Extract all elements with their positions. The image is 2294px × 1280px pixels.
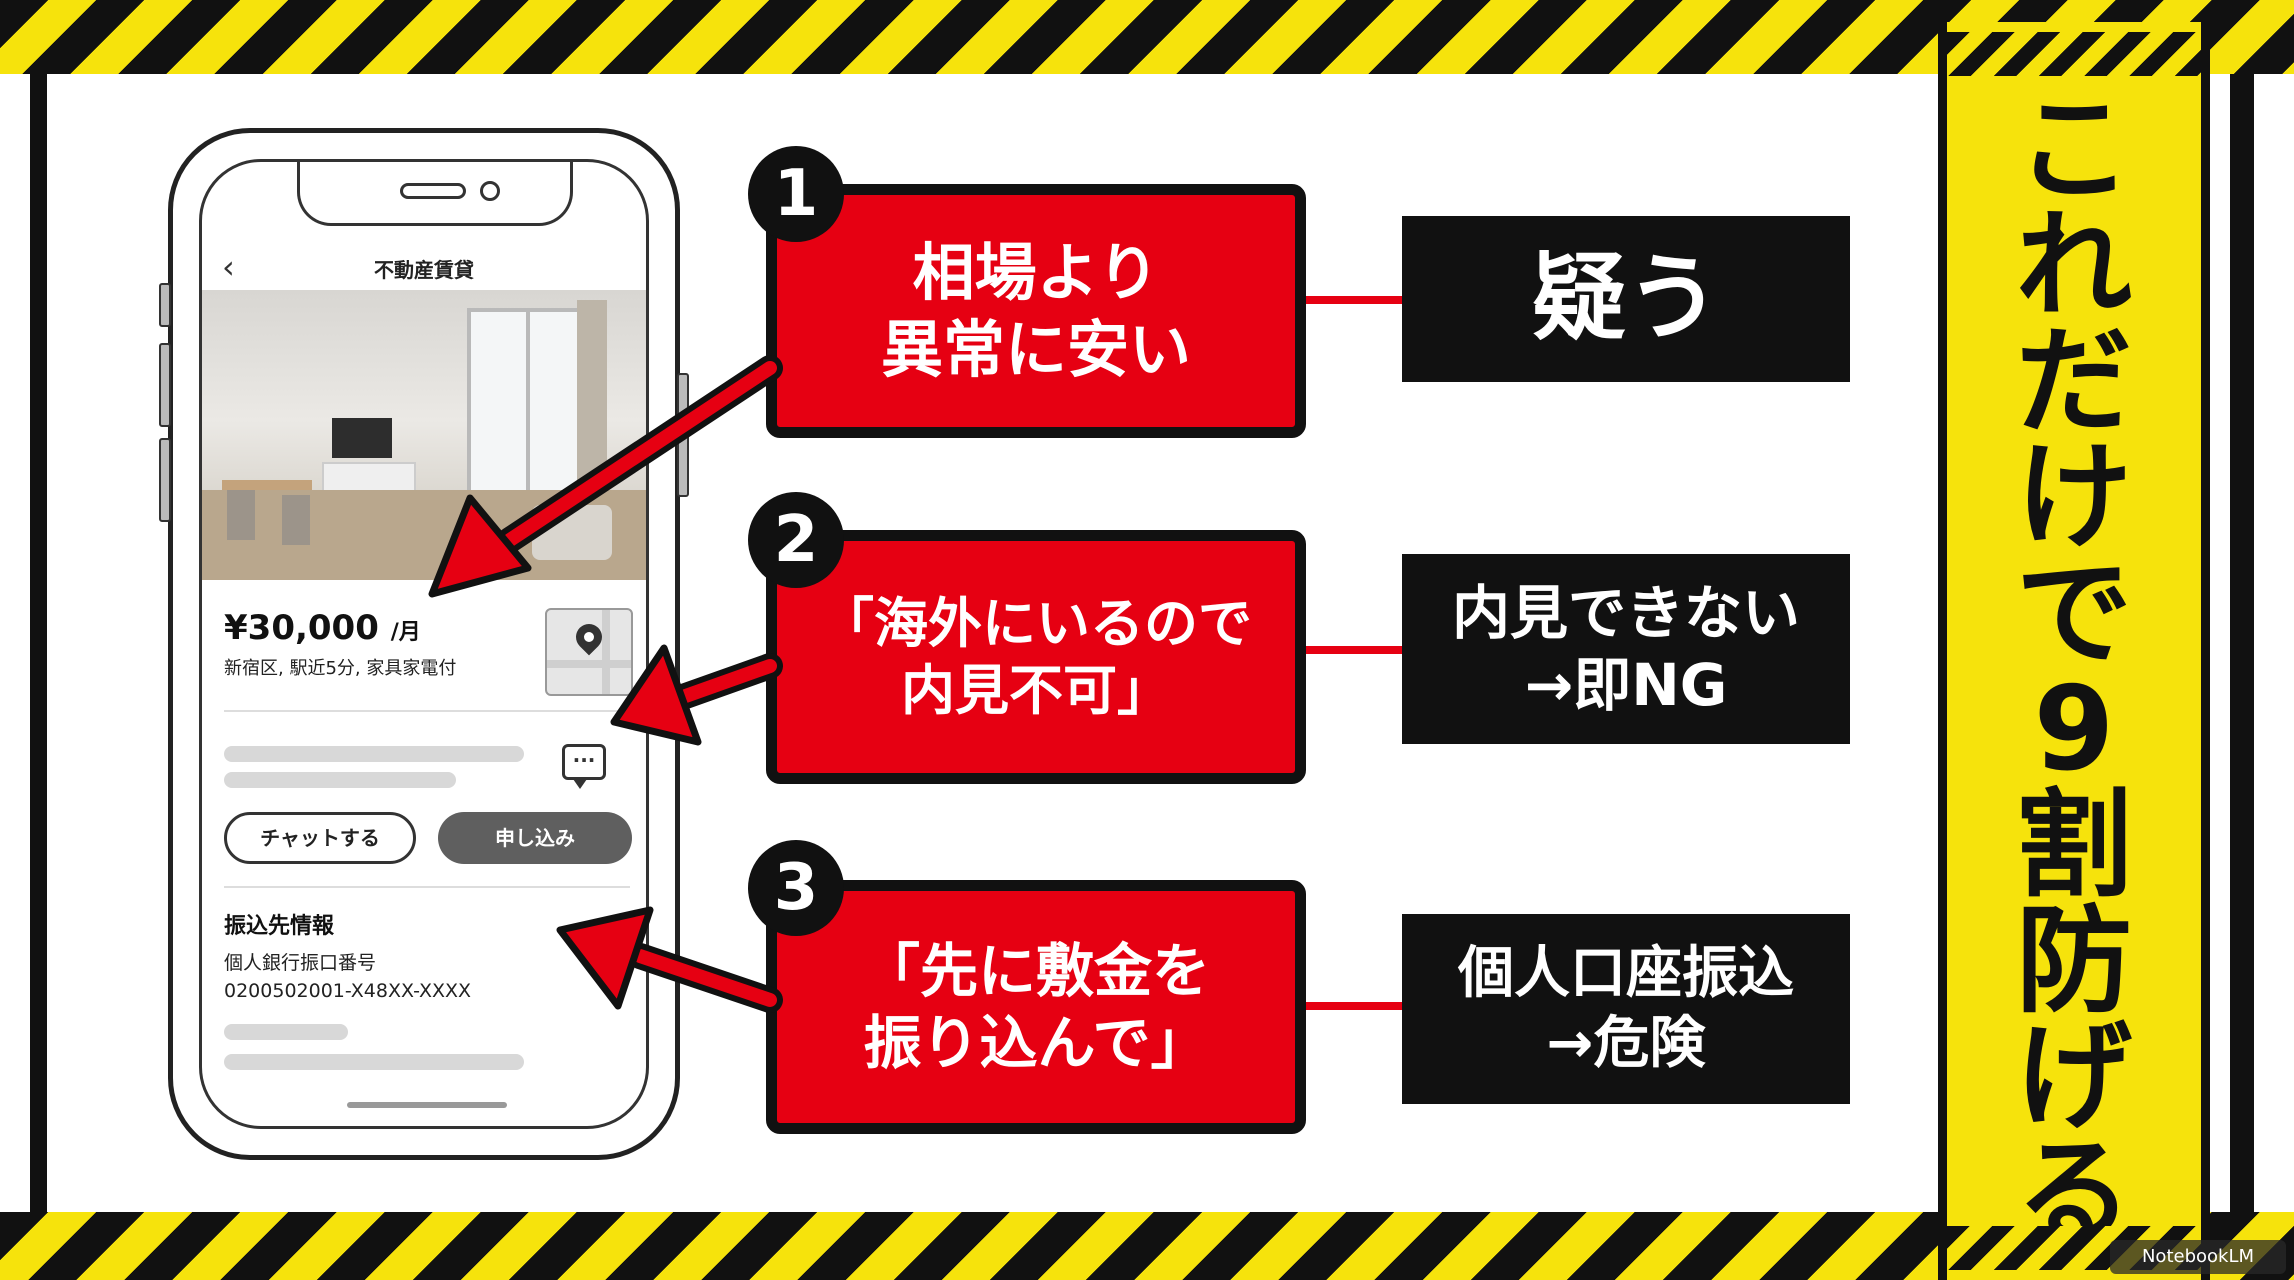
banner-char: 割 (2016, 778, 2132, 913)
listing-price: ¥30,000 /月 (224, 608, 421, 648)
banner-char: だ (2016, 314, 2132, 449)
room-curtain (577, 300, 607, 500)
warning-red-box-3: 「先に敷金を 振り込んで」 (766, 880, 1306, 1134)
advice-box-3: 個人口座振込 →危険 (1402, 914, 1850, 1104)
room-chair (227, 490, 255, 540)
room-table (222, 480, 312, 490)
placeholder-line (224, 746, 524, 762)
advice-box-1: 疑う (1402, 216, 1850, 382)
vertical-banner: こ れ だ け で 9 割 防 げ る (1938, 22, 2210, 1280)
connector-line-1 (1306, 296, 1402, 304)
room-sofa (532, 505, 612, 560)
advice-box-2: 内見できない →即NG (1402, 554, 1850, 744)
room-cabinet (322, 462, 416, 492)
hazard-stripe-bottom (0, 1212, 2294, 1280)
chat-bubble-icon[interactable]: ··· (562, 744, 606, 789)
phone-side-button (159, 283, 171, 327)
price-value: ¥30,000 (224, 608, 379, 648)
step-badge-1: 1 (748, 146, 844, 242)
banner-char: げ (2016, 1010, 2132, 1145)
room-window (467, 308, 585, 496)
phone-side-button (159, 438, 171, 522)
advice-line: 個人口座振込 (1458, 941, 1794, 1006)
room-tv (332, 418, 392, 458)
warning-red-box-2: 「海外にいるので 内見不可」 (766, 530, 1306, 784)
red-box-line: 「海外にいるので (820, 591, 1252, 655)
divider (224, 710, 630, 712)
placeholder-line (224, 1054, 524, 1070)
bank-account-number: 0200502001-X48XX-XXXX (224, 980, 472, 1002)
frame-right-bar (2230, 74, 2254, 1212)
phone-side-button (159, 343, 171, 427)
banner-char: れ (2016, 198, 2132, 333)
listing-address: 新宿区, 駅近5分, 家具家電付 (224, 658, 457, 679)
home-indicator (347, 1102, 507, 1108)
step-badge-3: 3 (748, 840, 844, 936)
banner-char: 9 (2033, 662, 2115, 797)
advice-line: 内見できない (1451, 578, 1800, 647)
bank-account-name: 個人銀行振口番号 (224, 952, 377, 974)
banner-char: で (2016, 546, 2132, 681)
chat-button[interactable]: チャットする (224, 812, 416, 864)
step-badge-2: 2 (748, 492, 844, 588)
connector-line-2 (1306, 646, 1402, 654)
hazard-stripe-top (0, 0, 2294, 74)
camera-icon (480, 181, 500, 201)
speaker-icon (400, 183, 466, 199)
advice-line: →危険 (1546, 1011, 1706, 1076)
placeholder-line (224, 772, 456, 788)
watermark-label: NotebookLM (2110, 1240, 2286, 1274)
divider (224, 886, 630, 888)
chevron-left-icon[interactable]: ‹ (222, 248, 235, 286)
price-unit: /月 (390, 620, 421, 645)
red-box-line: 振り込んで」 (863, 1009, 1209, 1077)
warning-red-box-1: 相場より 異常に安い (766, 184, 1306, 438)
room-chair (282, 495, 310, 545)
advice-line: 疑う (1531, 244, 1720, 354)
phone-mockup: ‹ 不動産賃貸 ¥30,000 /月 新宿区, 駅近5分, 家具家電付 ··· … (159, 128, 689, 1160)
red-box-line: 内見不可」 (901, 659, 1171, 722)
bank-info-heading: 振込先情報 (224, 914, 335, 939)
banner-text: こ れ だ け で 9 割 防 げ る (1947, 82, 2201, 1252)
listing-photo[interactable] (202, 290, 646, 580)
red-box-line: 異常に安い (880, 313, 1191, 386)
map-road (547, 660, 631, 668)
banner-char: こ (2016, 82, 2132, 217)
phone-power-button (677, 373, 689, 497)
frame-left-bar (30, 74, 47, 1212)
connector-line-3 (1306, 1002, 1402, 1010)
phone-notch (297, 162, 573, 226)
red-box-line: 「先に敷金を (861, 936, 1210, 1005)
map-thumbnail[interactable] (545, 608, 633, 696)
phone-screen: ‹ 不動産賃貸 ¥30,000 /月 新宿区, 駅近5分, 家具家電付 ··· … (199, 159, 649, 1129)
app-title: 不動産賃貸 (374, 258, 474, 282)
map-road (602, 610, 610, 694)
advice-line: →即NG (1524, 651, 1728, 719)
banner-char: け (2016, 430, 2132, 565)
red-box-line: 相場より (912, 235, 1160, 309)
apply-button[interactable]: 申し込み (438, 812, 632, 864)
placeholder-line (224, 1024, 348, 1040)
banner-stripe-top (1947, 32, 2201, 76)
banner-char: 防 (2016, 894, 2132, 1029)
